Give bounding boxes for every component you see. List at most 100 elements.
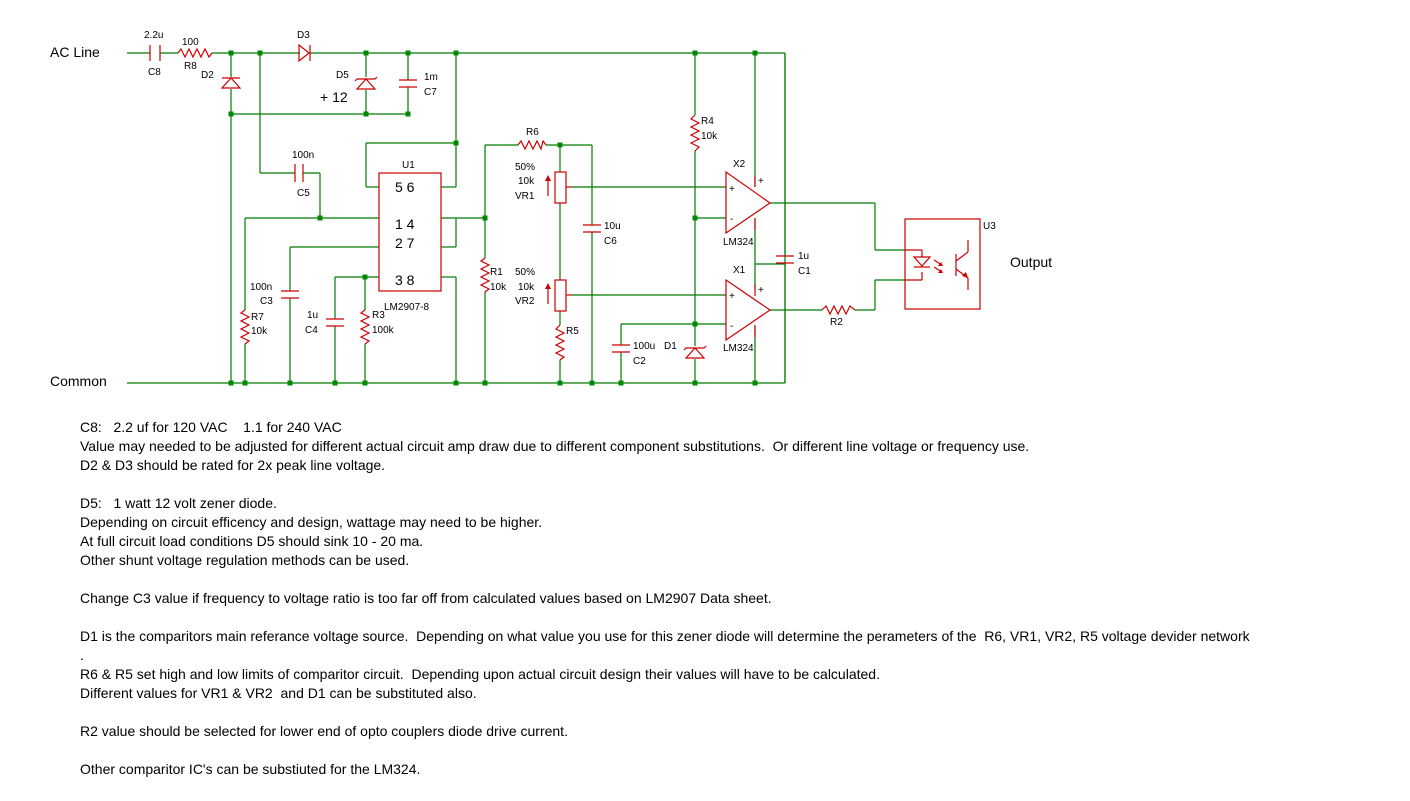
resistor-r4 <box>689 114 701 152</box>
r7-value: 10k <box>251 326 268 337</box>
vr1-name: VR1 <box>515 191 535 202</box>
u1-name: U1 <box>402 160 415 171</box>
note-line: R6 & R5 set high and low limits of compa… <box>80 666 880 682</box>
c4-value: 1u <box>307 310 318 321</box>
ac-line-label: AC Line <box>50 44 100 60</box>
c2-value: 100u <box>633 341 655 352</box>
x1-supply-plus: + <box>758 285 764 296</box>
capacitor-c1 <box>776 255 794 264</box>
c5-name: C5 <box>297 188 310 199</box>
resistor-r5 <box>554 324 566 361</box>
r8-name: R8 <box>184 61 197 72</box>
capacitor-c2 <box>612 344 630 353</box>
zener-d5 <box>354 76 378 90</box>
opamp-x1 <box>725 278 772 342</box>
x2-supply-plus: + <box>758 176 764 187</box>
x2-minus: - <box>730 214 733 225</box>
x1-minus: - <box>730 321 733 332</box>
common-label: Common <box>50 373 107 389</box>
resistor-r3 <box>359 309 371 345</box>
u1-pins-56: 5 6 <box>395 179 415 195</box>
note-line: Value may needed to be adjusted for diff… <box>80 438 1030 454</box>
x1-name: X1 <box>733 265 746 276</box>
c1-value: 1u <box>798 251 809 262</box>
u1-pins-27: 2 7 <box>395 235 415 251</box>
c3-name: C3 <box>260 296 273 307</box>
x1-plus: + <box>729 291 735 302</box>
u3-name: U3 <box>983 221 996 232</box>
vr2-value: 10k <box>518 282 535 293</box>
r2-name: R2 <box>830 317 843 328</box>
design-notes: C8: 2.2 uf for 120 VAC 1.1 for 240 VAC Va… <box>80 418 1400 779</box>
note-line: Other shunt voltage regulation methods c… <box>80 552 410 568</box>
note-line <box>80 570 1400 589</box>
capacitor-c5 <box>294 164 304 182</box>
c2-name: C2 <box>633 356 646 367</box>
r3-name: R3 <box>372 310 385 321</box>
d1-name: D1 <box>664 341 677 352</box>
junction-dots <box>228 50 758 386</box>
resistor-r1 <box>479 257 491 293</box>
vr2-name: VR2 <box>515 296 535 307</box>
opamp-x2 <box>725 170 772 235</box>
x1-part: LM324 <box>723 343 754 354</box>
x2-name: X2 <box>733 159 746 170</box>
note-line: D5: 1 watt 12 volt zener diode. <box>80 495 277 511</box>
c7-value: 1m <box>424 72 438 83</box>
ic-u1 <box>378 172 442 292</box>
r4-name: R4 <box>701 116 714 127</box>
capacitor-c6 <box>583 224 601 233</box>
r6-name: R6 <box>526 127 539 138</box>
resistor-r8 <box>177 47 213 59</box>
c4-name: C4 <box>305 325 318 336</box>
u1-pins-38: 3 8 <box>395 272 415 288</box>
c5-value: 100n <box>292 150 314 161</box>
c8-name: C8 <box>148 67 161 78</box>
d5-name: D5 <box>336 70 349 81</box>
note-line: Other comparitor IC's can be substiuted … <box>80 761 421 777</box>
r8-value: 100 <box>182 37 199 48</box>
note-line: Depending on circuit efficency and desig… <box>80 514 543 530</box>
diode-d3 <box>298 43 311 63</box>
potentiometer-vr2 <box>545 279 572 312</box>
c8-value: 2.2u <box>144 30 163 41</box>
note-line: D2 & D3 should be rated for 2x peak line… <box>80 457 386 473</box>
u1-pins-14: 1 4 <box>395 216 415 232</box>
u1-part: LM2907-8 <box>384 302 429 313</box>
note-line: C8: 2.2 uf for 120 VAC 1.1 for 240 VAC <box>80 419 342 435</box>
output-label: Output <box>1010 254 1052 270</box>
x2-plus: + <box>729 184 735 195</box>
r1-name: R1 <box>490 267 503 278</box>
vr1-pct: 50% <box>515 162 535 173</box>
note-line: D1 is the comparitors main referance vol… <box>80 628 1250 644</box>
note-line: Different values for VR1 & VR2 and D1 ca… <box>80 685 477 701</box>
c1-name: C1 <box>798 266 811 277</box>
c7-name: C7 <box>424 87 437 98</box>
r5-name: R5 <box>566 326 579 337</box>
x2-part: LM324 <box>723 237 754 248</box>
c3-value: 100n <box>250 282 272 293</box>
r3-value: 100k <box>372 325 395 336</box>
plus12-label: + 12 <box>320 89 348 105</box>
note-line <box>80 703 1400 722</box>
note-line <box>80 475 1400 494</box>
resistor-r6 <box>517 139 547 151</box>
capacitor-c3 <box>281 290 299 299</box>
r7-name: R7 <box>251 312 264 323</box>
d3-name: D3 <box>297 30 310 41</box>
resistor-r7 <box>239 309 251 345</box>
capacitor-c7 <box>399 79 417 88</box>
c6-value: 10u <box>604 221 621 232</box>
potentiometer-vr1 <box>545 171 572 204</box>
schematic-diagram: AC Line Common Output 2.2u C8 100 R8 D2 … <box>50 30 1052 389</box>
resistor-r2 <box>821 304 856 316</box>
vr1-value: 10k <box>518 176 535 187</box>
note-line <box>80 741 1400 760</box>
wires <box>127 52 905 384</box>
c6-name: C6 <box>604 236 617 247</box>
r4-value: 10k <box>701 131 718 142</box>
note-line: R2 value should be selected for lower en… <box>80 723 568 739</box>
capacitor-c8 <box>149 45 161 61</box>
note-line <box>80 608 1400 627</box>
note-line: At full circuit load conditions D5 shoul… <box>80 533 424 549</box>
